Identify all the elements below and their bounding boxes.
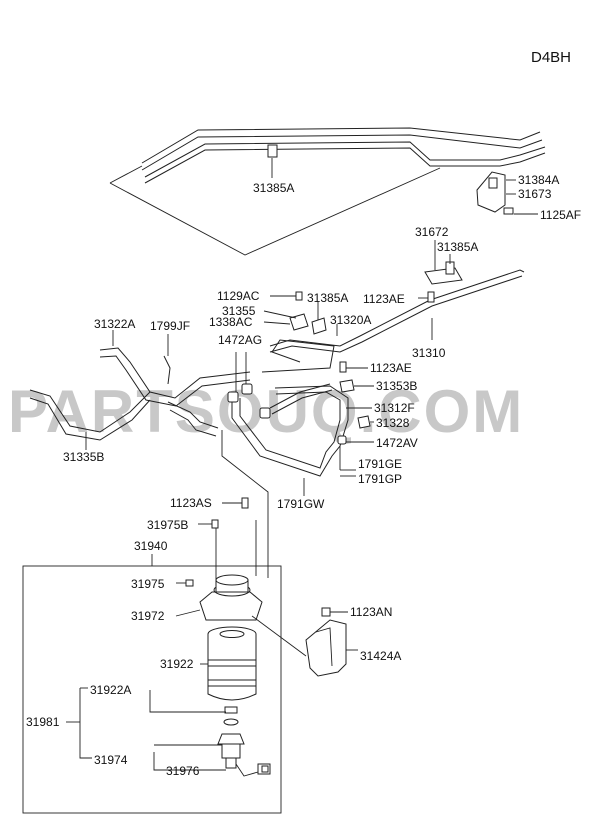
label-31424A: 31424A — [360, 649, 401, 663]
label-1472AV: 1472AV — [376, 436, 418, 450]
label-31922: 31922 — [160, 657, 194, 671]
bracket-31672 — [424, 240, 463, 285]
clip-cluster-31355 — [263, 291, 338, 336]
label-1129AC: 1129AC — [217, 289, 260, 303]
left-hoses — [29, 330, 251, 450]
label-31922A: 31922A — [90, 683, 131, 697]
engine-code: D4BH — [531, 49, 571, 66]
label-31328: 31328 — [376, 416, 410, 430]
label-31322A: 31322A — [94, 317, 135, 331]
label-31976: 31976 — [166, 764, 200, 778]
filter-feed-lines — [198, 430, 269, 580]
bracket-31384A — [476, 171, 538, 215]
bracket-31424A — [305, 607, 358, 677]
leader-31981 — [66, 687, 92, 759]
oring-31922A — [149, 690, 239, 726]
label-1791GW: 1791GW — [277, 497, 325, 511]
label-31335B: 31335B — [63, 450, 104, 464]
label-31385A-low: 31385A — [307, 291, 348, 305]
label-1791GP: 1791GP — [358, 472, 402, 486]
label-31981: 31981 — [26, 715, 60, 729]
label-31320A: 31320A — [330, 313, 371, 327]
upper-fuel-lines — [109, 127, 546, 256]
filter-cartridge-31922 — [200, 626, 257, 701]
central-fuel-loop — [227, 339, 349, 477]
label-31384A: 31384A — [518, 173, 559, 187]
label-31355: 31355 — [222, 304, 256, 318]
label-31385A-top: 31385A — [253, 181, 294, 195]
clip-31385A-top — [267, 144, 278, 178]
label-31975B: 31975B — [147, 518, 188, 532]
label-31672: 31672 — [415, 225, 449, 239]
label-1791GE: 1791GE — [358, 457, 402, 471]
label-1123AE-lower: 1123AE — [370, 361, 412, 375]
label-1125AF: 1125AF — [540, 208, 581, 222]
label-1472AG: 1472AG — [218, 333, 262, 347]
label-1123AN: 1123AN — [350, 605, 392, 619]
label-1799JF: 1799JF — [150, 319, 190, 333]
assembly-box-31940 — [22, 565, 282, 814]
label-31673: 31673 — [518, 187, 552, 201]
label-1338AC: 1338AC — [209, 315, 253, 329]
filter-head-31972 — [175, 574, 307, 657]
right-fittings — [337, 361, 374, 477]
label-31310: 31310 — [412, 346, 446, 360]
fuel-tube-31310 — [269, 269, 525, 353]
label-1123AE-upper: 1123AE — [363, 292, 405, 306]
label-31940: 31940 — [134, 539, 168, 553]
label-31353B: 31353B — [376, 379, 417, 393]
water-sensor-31974 — [153, 733, 271, 777]
label-31974: 31974 — [94, 753, 128, 767]
label-1123AS: 1123AS — [170, 496, 212, 510]
label-31312F: 31312F — [374, 401, 415, 415]
label-31385A-mid: 31385A — [437, 240, 478, 254]
label-31972: 31972 — [131, 609, 165, 623]
bolt-1123AE-upper — [418, 291, 435, 303]
label-31975: 31975 — [131, 577, 165, 591]
